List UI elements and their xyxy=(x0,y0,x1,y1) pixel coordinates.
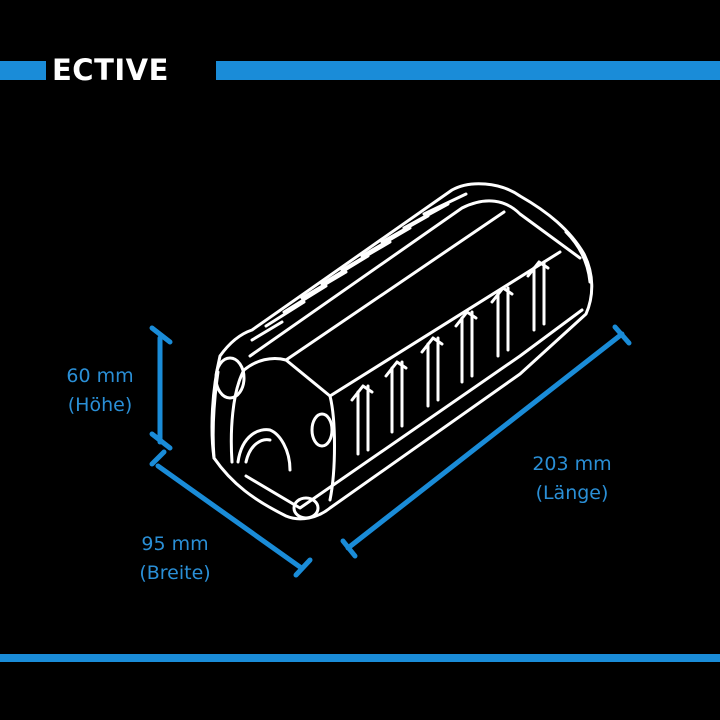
height-name: (Höhe) xyxy=(67,394,133,416)
height-dimension-line xyxy=(149,325,173,451)
width-name: (Breite) xyxy=(139,562,211,584)
charger-outline xyxy=(210,182,594,521)
width-value: 95 mm xyxy=(141,533,209,555)
width-dimension-label: 95 mm (Breite) xyxy=(115,530,235,588)
height-value: 60 mm xyxy=(66,365,134,387)
length-dimension-label: 203 mm (Länge) xyxy=(508,450,636,508)
length-dimension-line xyxy=(340,324,632,559)
header-accent-bar-left xyxy=(0,61,46,80)
footer-accent-bar xyxy=(0,654,720,662)
height-dimension-label: 60 mm (Höhe) xyxy=(52,362,148,420)
length-name: (Länge) xyxy=(535,482,609,504)
length-value: 203 mm xyxy=(532,453,612,475)
header-accent-bar-right xyxy=(216,61,720,80)
ective-logo: ECTIVE xyxy=(52,53,169,87)
width-dimension-line xyxy=(149,449,313,578)
